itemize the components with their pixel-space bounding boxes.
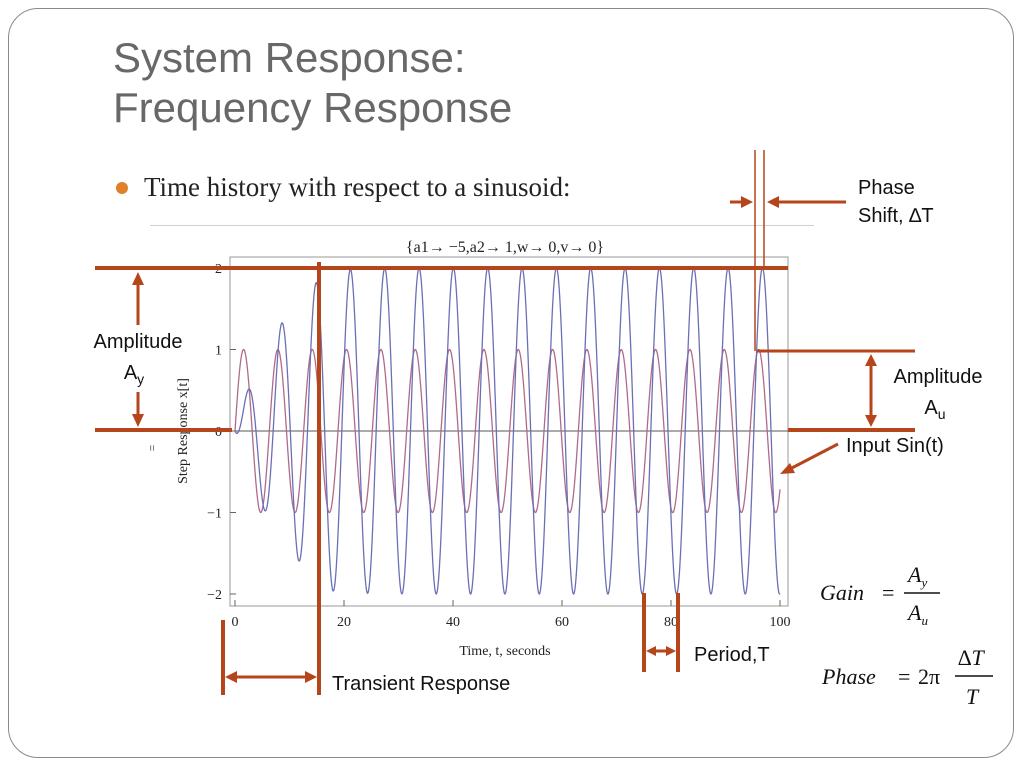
transient-response-label: Transient Response	[332, 673, 510, 695]
phase-coefficient: 2π	[918, 664, 940, 689]
gain-numerator: Ay	[906, 562, 927, 590]
transient-arrow-right-head	[305, 671, 317, 683]
bullet-dot-icon	[116, 182, 128, 194]
slide-title: System Response: Frequency Response	[113, 33, 512, 133]
amplitude-y-sub: y	[137, 371, 144, 387]
input-sin-label: Input Sin(t)	[846, 435, 944, 457]
x-tick-label: 40	[446, 615, 460, 630]
gain-num-sub: y	[919, 575, 927, 590]
phase-arrow-right-head	[767, 196, 779, 208]
input-pointer-head	[780, 463, 795, 474]
amplitude-u-arrow-top-head	[865, 354, 877, 366]
x-tick-label: 0	[232, 615, 239, 630]
title-line-2: Frequency Response	[113, 84, 513, 131]
y-tick-label: −2	[207, 588, 222, 603]
phase-numerator: ∆T	[958, 645, 985, 670]
series-line-output	[234, 267, 781, 595]
amplitude-u-letter: A	[924, 397, 938, 419]
y-tick-label: 1	[215, 344, 222, 359]
bullet-text: Time history with respect to a sinusoid:	[144, 172, 571, 202]
input-pointer-line	[787, 442, 839, 472]
phase-shift-label-2: Shift, ∆T	[858, 205, 934, 227]
gain-lhs: Gain	[820, 580, 864, 605]
gain-den-sub: u	[921, 613, 928, 628]
phase-denominator: T	[966, 684, 980, 709]
chart-title: {a1→ −5,a2→ 1,w→ 0,v→ 0}	[406, 239, 604, 256]
phase-equals: =	[898, 664, 910, 689]
gain-den-letter: A	[906, 600, 922, 625]
amplitude-u-symbol: Au	[924, 397, 945, 422]
divider	[150, 225, 814, 226]
curve-group	[234, 267, 781, 595]
x-tick-label: 100	[770, 615, 791, 630]
x-tick-label: 60	[555, 615, 569, 630]
x-tick-label: 20	[337, 615, 351, 630]
x-tick-label: 80	[664, 615, 678, 630]
amplitude-y-letter: A	[124, 362, 138, 384]
gain-formula: Gain = Ay Au	[820, 562, 940, 628]
amplitude-y-arrow-up-head	[132, 272, 144, 285]
period-arrow-right-head	[666, 646, 676, 656]
amplitude-u-sub: u	[938, 406, 946, 422]
amplitude-y-arrow-down-head	[132, 414, 144, 427]
gain-equals: =	[882, 580, 894, 605]
period-label: Period,T	[694, 644, 770, 666]
phase-lhs: Phase	[821, 664, 876, 689]
gain-num-letter: A	[906, 562, 922, 587]
gain-denominator: Au	[906, 600, 928, 628]
transient-arrow-left-head	[225, 671, 237, 683]
phase-arrow-left-head	[741, 196, 753, 208]
series-line-input	[234, 348, 781, 514]
amplitude-y-symbol: Ay	[124, 362, 144, 387]
amplitude-y-label: Amplitude	[94, 331, 183, 353]
amplitude-u-arrow-bottom-head	[865, 415, 877, 427]
y-axis-prefix: =	[145, 444, 159, 451]
title-line-1: System Response:	[113, 34, 466, 81]
phase-shift-label-1: Phase	[858, 177, 915, 199]
phase-formula: Phase = 2π ∆T T	[821, 645, 993, 709]
y-tick-label: 0	[215, 425, 222, 440]
y-tick-label: −1	[207, 507, 222, 522]
x-axis-label: Time, t, seconds	[459, 644, 550, 659]
amplitude-u-label: Amplitude	[894, 366, 983, 388]
period-arrow-left-head	[646, 646, 656, 656]
